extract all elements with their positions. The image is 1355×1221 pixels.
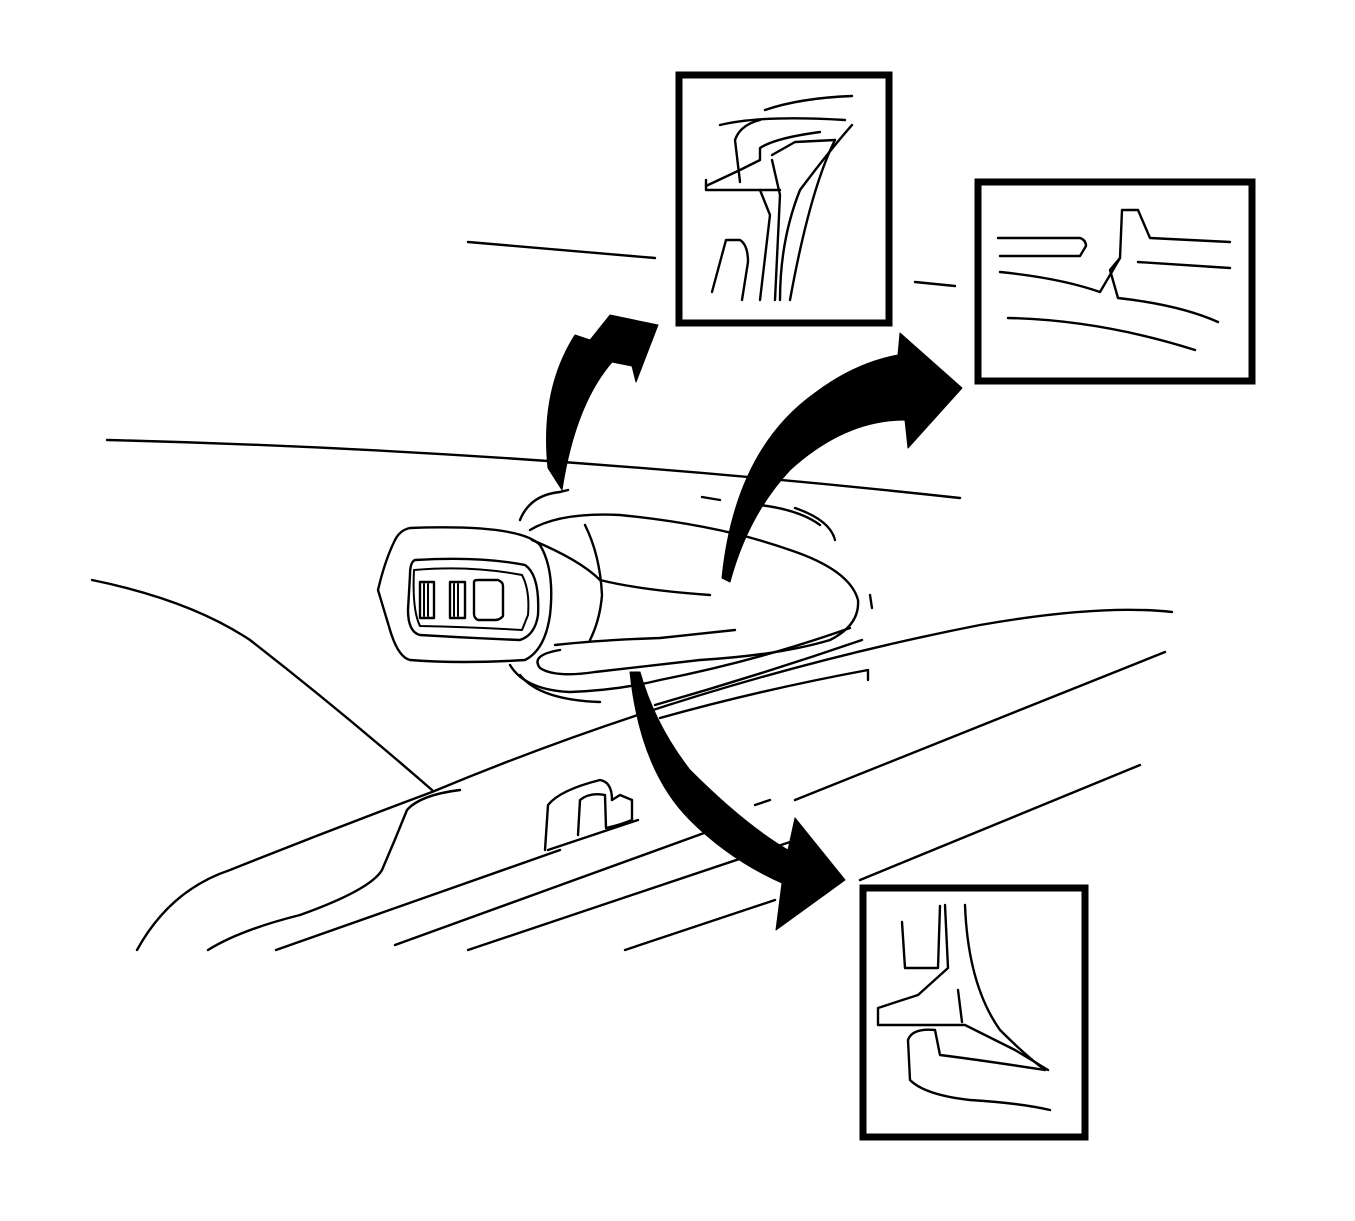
trim-panel-outline	[90, 240, 1174, 952]
detail-view-right	[974, 178, 1256, 385]
switch-assembly	[508, 488, 874, 704]
panel-slot	[543, 778, 640, 852]
curved-arrow-right-icon	[721, 332, 963, 583]
detail-view-bottom	[859, 884, 1089, 1141]
detail-view-top	[675, 71, 893, 327]
curved-arrow-down-icon	[629, 671, 846, 931]
switch-buttons	[418, 578, 505, 622]
switch-bezel	[376, 526, 553, 664]
curved-arrow-up-icon	[546, 314, 659, 491]
